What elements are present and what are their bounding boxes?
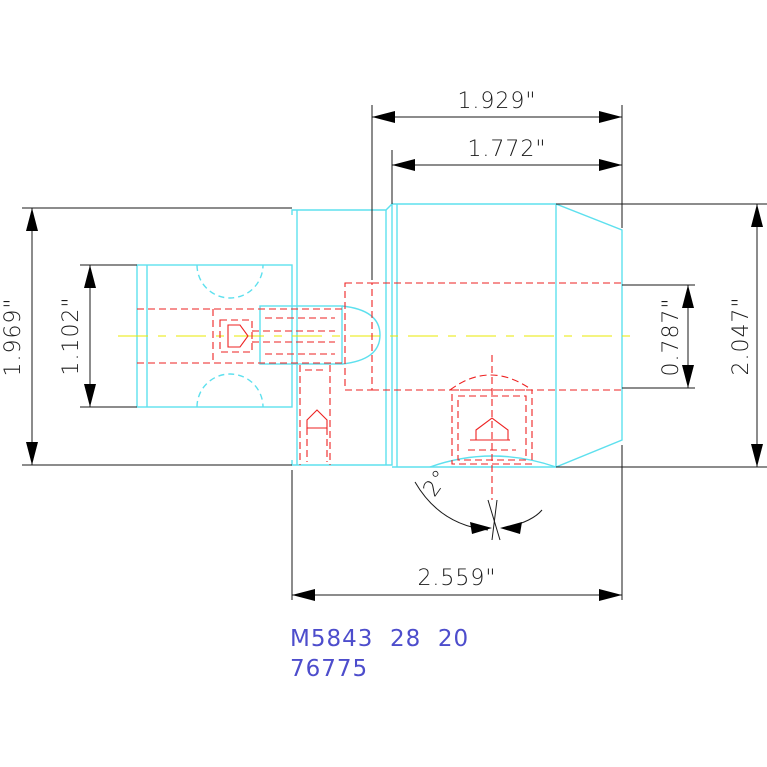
- part-number: M5843 28 20: [290, 626, 469, 652]
- clamp-screw-head: [449, 374, 533, 391]
- radial-cut: [429, 455, 557, 468]
- dim-overall-length: 2.559": [417, 566, 496, 591]
- pilot-tip: [341, 305, 381, 365]
- dim-front-length-outer: 1.929": [457, 89, 536, 114]
- dim-bore-diameter: 0.787": [659, 297, 684, 376]
- body-outline: [392, 203, 623, 468]
- dimension-lines: [22, 105, 767, 601]
- flange-outline: [291, 202, 393, 466]
- hidden-features: [137, 282, 622, 500]
- dim-front-diameter: 2.047": [729, 296, 754, 375]
- part-code: 76775: [290, 656, 368, 682]
- pilot-outline: [259, 305, 343, 365]
- bore-hidden: [344, 282, 373, 391]
- dim-shank-bore: 1.102": [59, 296, 84, 375]
- dim-front-length-inner: 1.772": [467, 137, 546, 162]
- dim-shank-diameter: 1.969": [1, 297, 26, 376]
